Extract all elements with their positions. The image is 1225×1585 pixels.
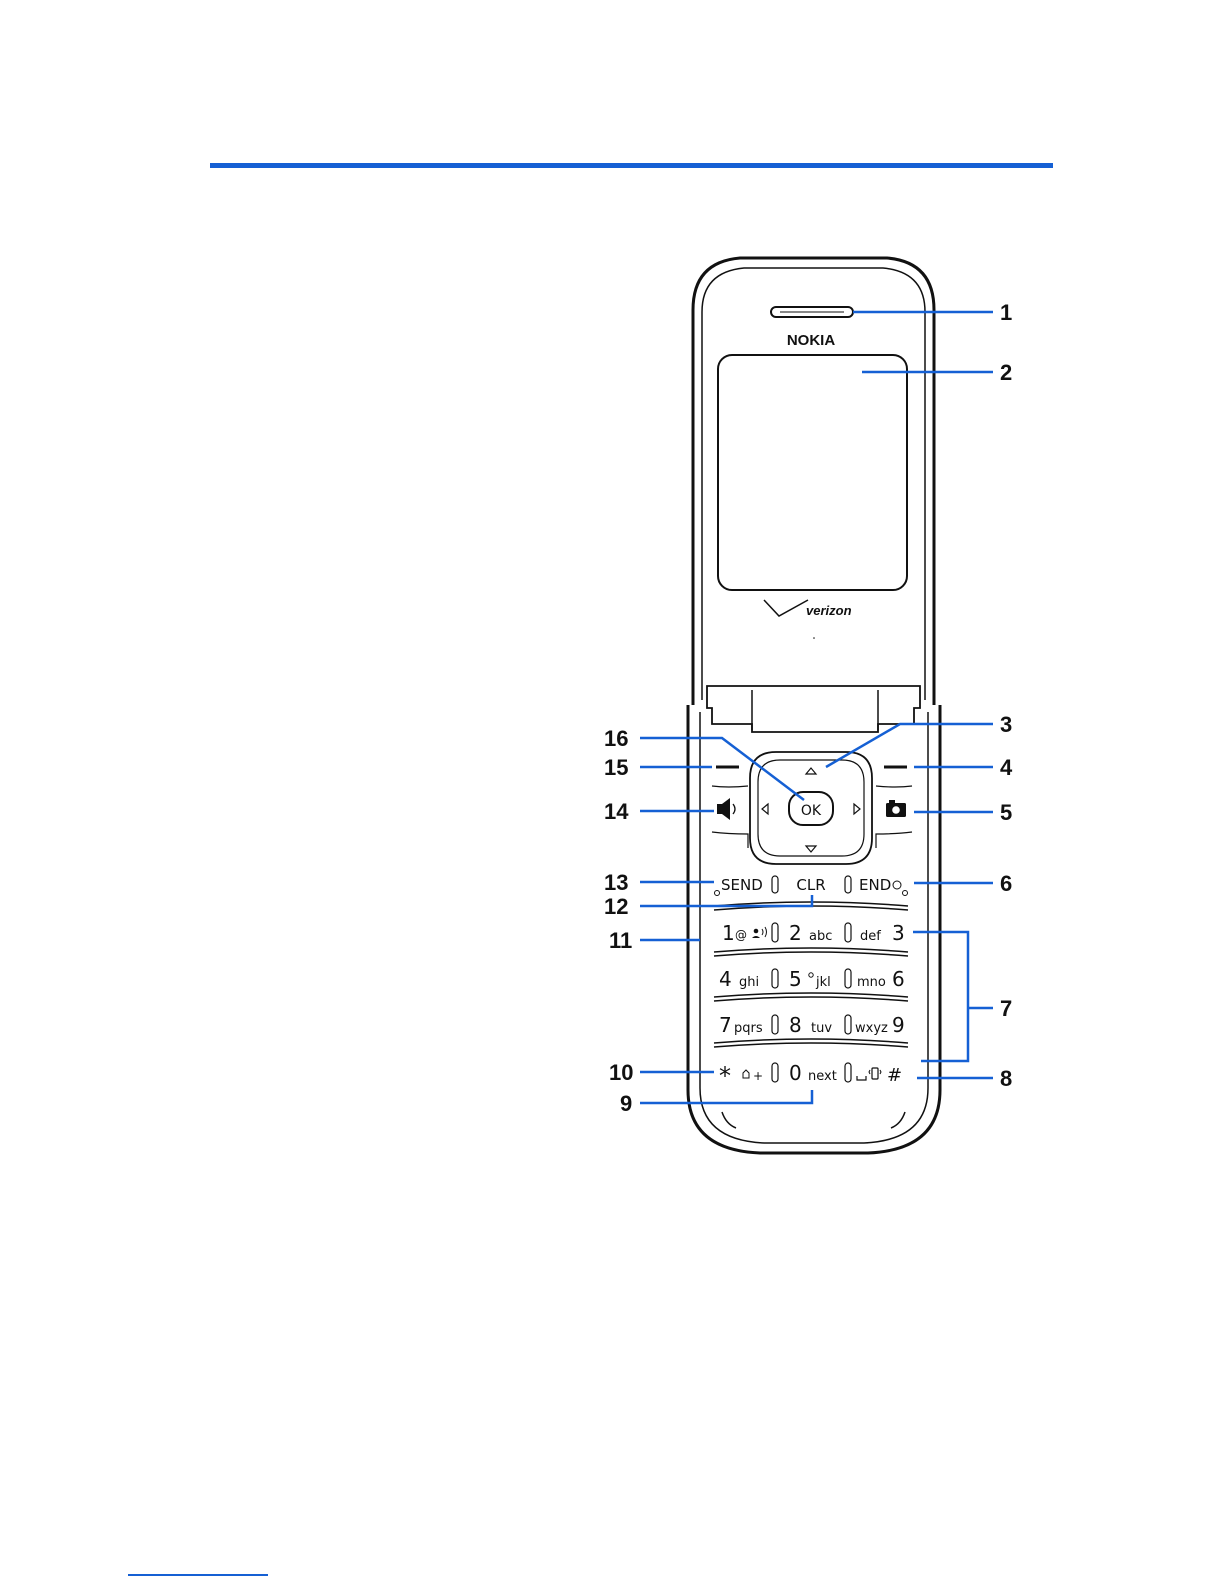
key-9[interactable]: wxyz 9 [855,1013,905,1037]
triangle-up-icon[interactable] [806,768,816,774]
key-7-letters: pqrs [734,1021,763,1036]
footer-rule [128,1574,268,1576]
voicemail-icon [752,927,767,938]
space-icon [857,1076,866,1080]
key-0[interactable]: 0 next [789,1061,837,1085]
key-divider [845,1015,851,1034]
callout-2: 2 [1000,360,1012,385]
key-5-number: 5 [789,967,802,991]
callout-7: 7 [1000,996,1012,1021]
brand-logo: NOKIA [787,332,836,349]
end-label: END [859,876,891,894]
key-0-number: 0 [789,1061,802,1085]
callout-1: 1 [1000,300,1012,325]
callout-13: 13 [604,870,628,895]
callout-9: 9 [620,1091,632,1116]
key-9-number: 9 [892,1013,905,1037]
key-7[interactable]: 7 pqrs [719,1013,763,1037]
key-4-number: 4 [719,967,732,991]
key-5[interactable]: 5 jkl [789,967,831,991]
key-2-number: 2 [789,921,802,945]
key-8[interactable]: 8 tuv [789,1013,832,1037]
key-divider [845,969,851,988]
key-8-number: 8 [789,1013,802,1037]
send-label: SEND [721,876,763,894]
key-2[interactable]: 2 abc [789,921,832,945]
triangle-down-icon[interactable] [806,846,816,852]
callout-10: 10 [609,1060,633,1085]
key-7-number: 7 [719,1013,732,1037]
key-1-number: 1 [722,921,735,945]
key-divider [845,876,851,893]
key-star-sub: + [753,1069,763,1083]
display-screen [718,355,907,590]
ok-label: OK [801,803,822,819]
key-hash[interactable]: # [857,1065,902,1086]
callout-5: 5 [1000,800,1012,825]
key-3-letters: def [860,929,881,944]
key-2-letters: abc [809,929,832,944]
camera-icon[interactable] [886,800,906,817]
home-icon [743,1070,749,1078]
end-key[interactable]: END [859,876,908,896]
power-icon [893,881,901,889]
ringtone-icon [809,973,813,977]
key-9-letters: wxyz [855,1021,888,1036]
key-3[interactable]: def 3 [860,921,905,945]
key-divider [772,1015,778,1034]
key-0-letters: next [808,1069,837,1084]
callout-16: 16 [604,726,628,751]
callout-12: 12 [604,894,628,919]
key-star[interactable]: * + [719,1062,763,1090]
triangle-right-icon[interactable] [854,804,860,814]
key-hash-symbol: # [887,1065,902,1086]
callout-4: 4 [1000,755,1013,780]
key-star-symbol: * [719,1062,731,1090]
triangle-left-icon[interactable] [762,804,768,814]
key-6-letters: mno [857,975,886,990]
carrier-name: verizon [806,603,852,618]
key-divider [772,923,778,942]
send-key[interactable]: SEND [715,876,763,896]
callout-14: 14 [604,799,629,824]
key-divider [845,923,851,942]
key-1-letters: @ [735,928,747,942]
key-6[interactable]: mno 6 [857,967,905,991]
key-divider [772,876,778,893]
carrier-logo: verizon [764,600,852,639]
vibrate-phone-icon [869,1068,881,1079]
key-4[interactable]: 4 ghi [719,967,759,991]
ok-button[interactable]: OK [789,792,833,825]
key-1[interactable]: 1 @ [722,921,767,945]
key-3-number: 3 [892,921,905,945]
key-5-letters: jkl [815,975,831,990]
callout-3: 3 [1000,712,1012,737]
key-6-number: 6 [892,967,905,991]
callout-15: 15 [604,755,628,780]
key-divider [845,1063,851,1082]
key-8-letters: tuv [811,1021,832,1036]
key-divider [772,1063,778,1082]
callout-8: 8 [1000,1066,1012,1091]
callout-11: 11 [609,928,632,953]
callout-6: 6 [1000,871,1012,896]
clr-key[interactable]: CLR [796,876,825,894]
key-4-letters: ghi [739,975,759,990]
speaker-icon[interactable] [717,798,735,820]
key-divider [772,969,778,988]
